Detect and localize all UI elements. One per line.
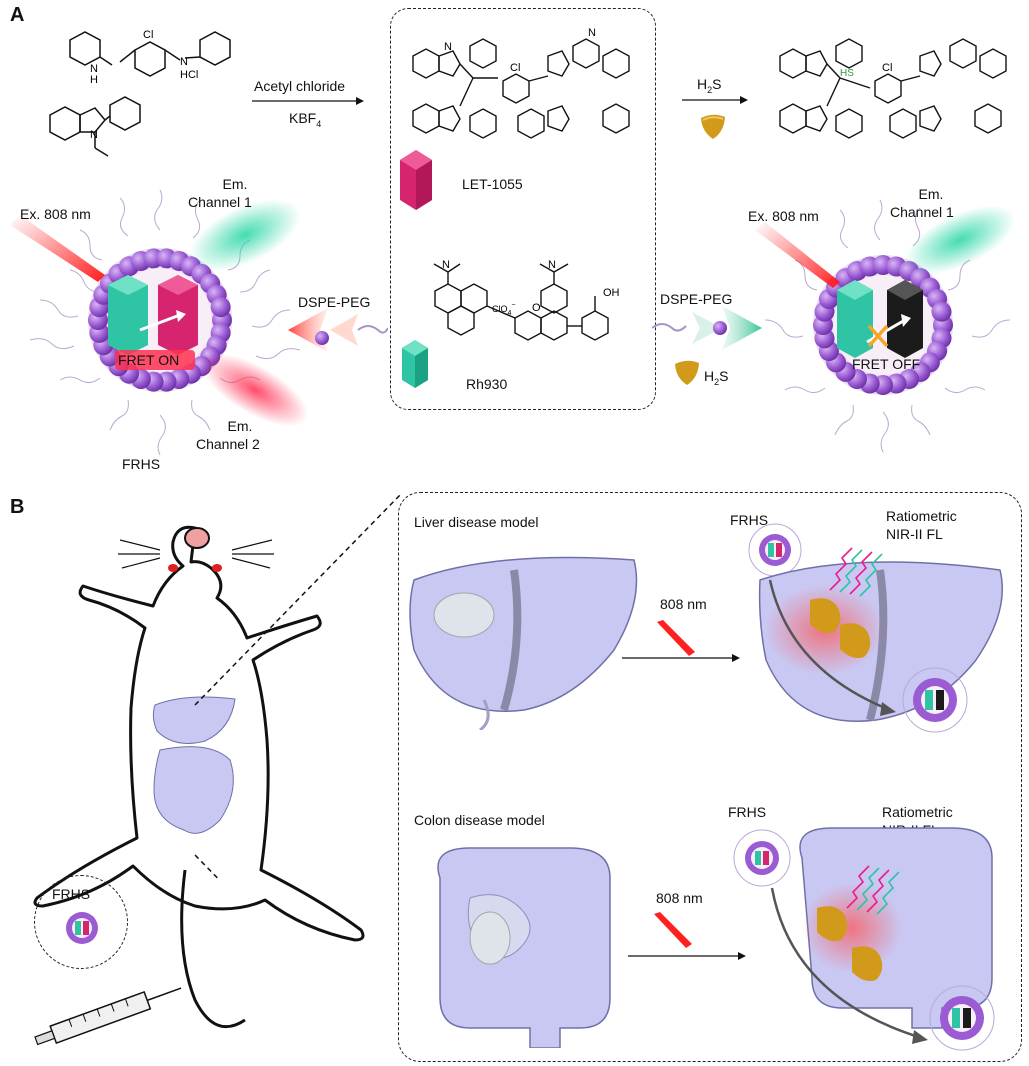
frhs-fret-off-particle <box>755 199 1016 453</box>
reactant-structures: N H Cl N HCl N <box>49 29 231 157</box>
dspe-peg-left-arrow <box>288 308 388 352</box>
h2s-top-label: H2S <box>697 76 722 95</box>
syringe-frhs-label: FRHS <box>52 886 91 902</box>
liver-laser-label: 808 nm <box>660 596 707 612</box>
colon-fl-line1: Ratiometric <box>882 804 953 820</box>
dye-box <box>390 8 656 410</box>
dspe-peg-ball-left <box>315 331 329 345</box>
chem-n3: N <box>90 129 98 141</box>
liver-imaged-illustration <box>748 523 1003 733</box>
syringe-particle-icon <box>66 912 98 944</box>
frhs-fret-on-particle <box>10 189 309 456</box>
liver-fl-line2: NIR-II FL <box>886 526 943 542</box>
colon-laser-icon <box>654 912 692 948</box>
hs-label: HS <box>840 68 854 79</box>
shell-sphere <box>210 297 231 318</box>
liver-frhs-label: FRHS <box>730 512 769 528</box>
let-1055-structure: N Cl N <box>412 27 630 139</box>
reagent-acetyl-chloride: Acetyl chloride <box>254 78 346 94</box>
rh930-crystal-icon <box>402 340 428 388</box>
liver-illustration <box>409 556 638 730</box>
chem-cooh: OH <box>603 287 620 299</box>
chem-o-plus: O <box>532 302 541 314</box>
panel-a-label: A <box>10 4 25 26</box>
chem-hcl: HCl <box>180 69 198 81</box>
left-em1-line1: Em. <box>222 176 248 192</box>
dspe-peg-right-arrow <box>652 306 762 350</box>
h2s-molecule-icon <box>701 114 725 139</box>
liver-fl-line1: Ratiometric <box>886 508 957 524</box>
shell-sphere <box>931 301 952 322</box>
let-1055-label: LET-1055 <box>462 176 523 192</box>
left-ex-label: Ex. 808 nm <box>20 206 91 222</box>
colon-frhs-label: FRHS <box>728 804 767 820</box>
chem-cl-right: Cl <box>882 62 892 74</box>
left-em1-line2: Channel 1 <box>188 194 252 210</box>
liver-laser-icon <box>657 620 695 656</box>
colon-laser-label: 808 nm <box>656 890 703 906</box>
chem-n-plus: N <box>444 41 452 53</box>
left-fret-label: FRET ON <box>118 352 180 368</box>
zoom-connectors <box>194 494 401 880</box>
dspe-peg-left-label: DSPE-PEG <box>298 294 371 310</box>
left-em2-line1: Em. <box>227 418 253 434</box>
right-em1-line2: Channel 1 <box>890 204 954 220</box>
chem-h: H <box>90 74 98 86</box>
colon-illustration <box>437 847 611 1048</box>
frhs-label: FRHS <box>122 456 161 472</box>
panel-b-label: B <box>10 496 25 518</box>
dspe-peg-right-label: DSPE-PEG <box>660 291 733 307</box>
chem-n2: N <box>180 56 188 68</box>
colon-title: Colon disease model <box>414 812 545 828</box>
left-em2-line2: Channel 2 <box>196 436 260 452</box>
right-em1-line1: Em. <box>918 186 944 202</box>
reaction-arrow <box>252 97 364 105</box>
h2s-right-icon <box>675 360 699 385</box>
colon-imaged-illustration <box>733 827 995 1051</box>
chem-n: N <box>90 63 98 75</box>
let-1055-crystal-icon <box>400 150 432 210</box>
chem-rh-n-right: N <box>548 259 556 271</box>
liver-arrow <box>622 654 740 662</box>
disease-model-box <box>398 492 1022 1062</box>
chem-rh-n-left: N <box>442 259 450 271</box>
product-structure: HS Cl <box>779 38 1007 139</box>
liver-title: Liver disease model <box>414 514 539 530</box>
h2s-right-label: H2S <box>704 368 729 387</box>
rh930-structure: N N O ClO4− OH <box>433 259 620 341</box>
colon-arrow <box>628 952 746 960</box>
chem-cl-mid: Cl <box>510 62 520 74</box>
chem-clo4: ClO4− <box>492 302 516 317</box>
reagent-kbf4: KBF4 <box>289 110 322 129</box>
syringe-icon <box>34 987 182 1046</box>
right-fret-label: FRET OFF <box>852 356 921 372</box>
h2s-arrow <box>682 96 748 104</box>
mouse-illustration <box>33 525 365 1029</box>
syringe-zoom-circle <box>34 875 128 969</box>
rh930-label: Rh930 <box>466 376 508 392</box>
chem-n-other: N <box>588 27 596 39</box>
right-ex-label: Ex. 808 nm <box>748 208 819 224</box>
chem-cl: Cl <box>143 29 153 41</box>
